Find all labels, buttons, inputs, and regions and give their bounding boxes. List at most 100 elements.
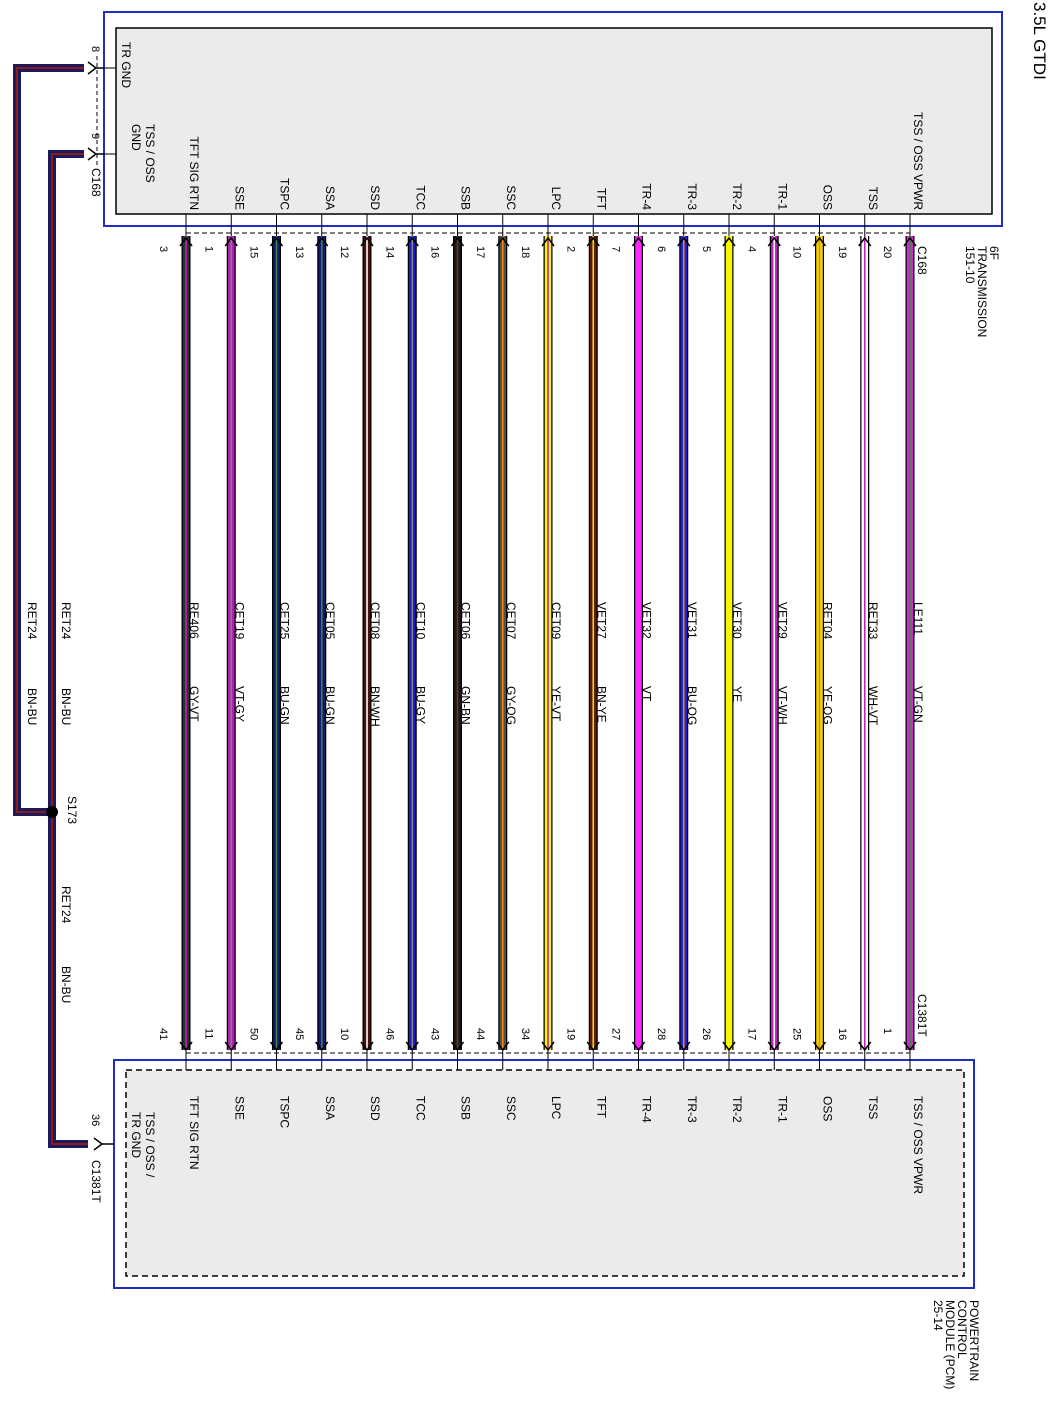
wire-signal-label-pcm: LPC [549,1096,563,1120]
wire-pin-pcm: 45 [293,1028,305,1040]
wire-pin-pcm: 25 [791,1028,803,1040]
wire-signal-label-pcm: TR-1 [775,1096,789,1123]
ground-color-label: BN-BU [25,688,39,725]
wire-terminal-top [179,236,193,247]
wire-signal-label-pcm: TR-3 [685,1096,699,1123]
wire-signal-label-pcm: SSB [459,1096,473,1120]
wire-color-code: WH-VT [866,686,880,726]
wire-terminal-bottom [315,1041,329,1052]
wire-pin-pcm: 16 [836,1028,848,1040]
wire-pin-transmission: 4 [745,246,757,252]
wire-pin-transmission: 17 [474,246,486,258]
ground-pin-8-terminal [87,61,104,75]
wire-pin-pcm: 11 [202,1028,214,1039]
wire-terminal-top [631,236,646,247]
ground-pcm-connector-label: C1381T [89,1160,103,1203]
wire-terminal-bottom [360,1041,374,1052]
wire-terminal-bottom [586,1041,600,1052]
wire-terminal-top [405,236,419,247]
wire-signal-label-pcm: TSS [866,1096,880,1119]
wire-circuit-code: CET08 [368,602,382,640]
transmission-body [115,27,993,215]
ground-color-label: BN-BU [59,966,73,1003]
wire-pin-transmission: 14 [383,246,395,258]
wire-signal-label-pcm: TFT [594,1096,608,1119]
wire-pin-pcm: 1 [881,1028,893,1034]
wire-signal-label-pcm: SSC [504,1096,518,1121]
wire-circuit-code: VET32 [640,602,654,639]
wire-pin-transmission: 12 [338,246,350,258]
wire-pin-pcm: 10 [338,1028,350,1040]
wire-terminal-bottom [858,1041,872,1052]
wire-color-code: GY-VT [187,686,201,722]
wire-color-code: BN-WH [368,686,382,727]
wire-color-code: VT-GY [232,686,246,722]
wire-signal-label-transmission: TSS / OSS VPWR [911,112,925,210]
wire-circuit-code: VET29 [775,602,789,639]
wire-circuit-code: CET09 [549,602,563,640]
wire-signal-label-transmission: TSS [866,187,880,210]
engine-label: 3.5L GTDI [1030,2,1049,80]
wire-terminal-top [767,236,781,247]
pcm-frame [113,1059,975,1289]
wire-terminal-top [903,236,917,247]
wire-signal-label-pcm: TCC [413,1096,427,1121]
wire-signal-label-pcm: TSS / OSS VPWR [911,1096,925,1194]
wire-pin-transmission: 2 [564,246,576,252]
wire-color-code: BU-GN [323,686,337,725]
wire-color-code: BN-YE [594,686,608,723]
ground-circuit-label: RET24 [25,602,39,640]
ground-color-label: BN-BU [59,688,73,725]
wire-circuit-code: CET19 [232,602,246,640]
wire-signal-label-transmission: OSS [821,185,835,210]
wire-signal-label-transmission: LPC [549,187,563,211]
wire-terminal-top [315,236,329,247]
wire-signal-label-transmission: TR-2 [730,183,744,210]
wire-signal-label-transmission: SSD [368,185,382,210]
wire-signal-label-pcm: SSE [232,1096,246,1120]
ground-pcm-label: TSS / OSS / [143,1112,157,1178]
ground-circuit-label: RET24 [59,886,73,924]
wire-terminal-bottom [224,1041,238,1052]
wire-circuit-code: CET10 [413,602,427,640]
wire-pin-pcm: 41 [157,1028,169,1040]
wire-signal-label-transmission: SSB [459,186,473,210]
wire-pin-transmission: 13 [293,246,305,258]
ground-pin-9-number: 9 [89,133,101,139]
wire-terminal-bottom [631,1041,646,1052]
pcm-name-line: 25-14 [931,1300,945,1331]
wire-pin-transmission: 18 [519,246,531,258]
ground-pcm-pin-number: 36 [89,1114,101,1126]
pcm-component: POWERTRAIN CONTROL MODULE (PCM) 25-14 C1… [113,994,981,1389]
transmission-connector-label: C168 [915,246,929,275]
transmission-name-line: 151-10 [963,246,977,284]
wire-pin-pcm: 27 [610,1028,622,1040]
splice-dot [46,806,58,818]
wire-terminal-top [812,236,827,247]
ground-tss-oss-gnd-label: GND [129,124,143,151]
wire-circuit-code: CET07 [504,602,518,640]
wire-signal-label-pcm: TR-4 [640,1096,654,1123]
pcm-name-line: CONTROL [955,1300,969,1359]
wire-signal-label-transmission: SSA [323,186,337,210]
wire-circuit-code: VET27 [594,602,608,639]
wire-signal-label-pcm: TSPC [278,1096,292,1128]
wire-terminal-top [677,236,691,247]
wire-terminal-bottom [767,1041,781,1052]
ground-pin-9-terminal [87,147,104,161]
wire-signal-label-transmission: TR-1 [775,183,789,210]
wire-terminal-top [586,236,600,247]
ground-tss-oss-gnd-label: TSS / OSS [143,124,157,183]
wire-color-code: GN-BN [459,686,473,725]
